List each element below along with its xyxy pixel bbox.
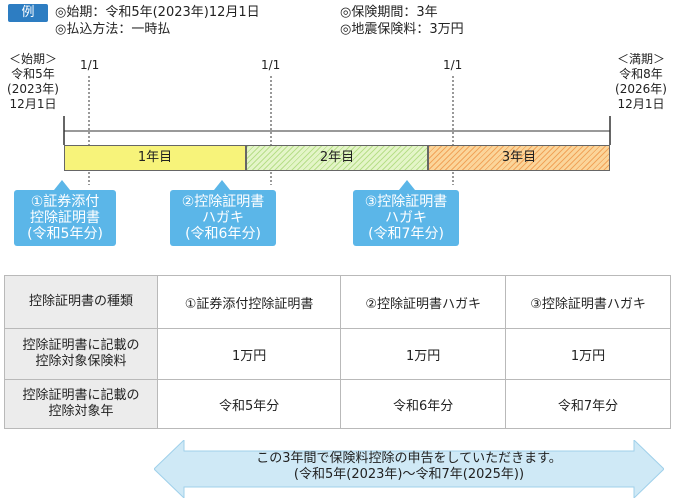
year-1-segment: 1年目 [64, 145, 246, 171]
table-cell: 令和7年分 [505, 379, 671, 429]
table-cell: 1万円 [340, 328, 507, 380]
table-cell: 1万円 [505, 328, 671, 380]
row-header: 控除証明書に記載の 控除対象保険料 [4, 328, 158, 380]
row-header: 控除証明書に記載の 控除対象年 [4, 379, 158, 429]
policy-start-label: ＜始期＞ 令和5年 (2023年) 12月1日 [7, 52, 59, 111]
start-date-text: ◎始期：令和5年(2023年)12月1日 [55, 5, 260, 20]
insurance-period-text: ◎保険期間：3年 [340, 5, 438, 20]
table-cell: ③控除証明書ハガキ [505, 275, 671, 329]
table-row: 控除証明書に記載の 控除対象年 令和5年分 令和6年分 令和7年分 [4, 379, 671, 429]
table-cell: 令和6年分 [340, 379, 507, 429]
year-2-segment: 2年目 [246, 145, 428, 171]
timeline-lines [63, 76, 611, 185]
table-cell: 令和5年分 [156, 379, 342, 429]
table-cell: 1万円 [156, 328, 342, 380]
table-cell: ①証券添付控除証明書 [156, 275, 342, 329]
premium-text: ◎地震保険料：3万円 [340, 22, 464, 37]
arrow-note-line-1: この3年間で保険料控除の申告をしていただきます。 [256, 451, 562, 466]
tick-label: 1/1 [80, 58, 100, 72]
table-cell: ②控除証明書ハガキ [340, 275, 507, 329]
callout-certificate-1: ①証券添付 控除証明書 (令和5年分) [14, 180, 116, 246]
payment-method-text: ◎払込方法：一時払 [55, 22, 171, 37]
arrow-note: この3年間で保険料控除の申告をしていただきます。 (令和5年(2023年)～令和… [154, 451, 664, 483]
row-header: 控除証明書の種類 [4, 275, 158, 329]
arrow-note-line-2: (令和5年(2023年)～令和7年(2025年)) [293, 467, 525, 482]
table-row: 控除証明書の種類 ①証券添付控除証明書 ②控除証明書ハガキ ③控除証明書ハガキ [4, 275, 671, 329]
example-badge: 例 [8, 4, 48, 22]
tick-label: 1/1 [443, 58, 463, 72]
double-arrow-icon [154, 440, 664, 498]
policy-end-label: ＜満期＞ 令和8年 (2026年) 12月1日 [615, 52, 667, 111]
callout-certificate-3: ③控除証明書 ハガキ (令和7年分) [353, 180, 459, 246]
year-3-segment: 3年目 [428, 145, 610, 171]
tick-label: 1/1 [261, 58, 281, 72]
table-row: 控除証明書に記載の 控除対象保険料 1万円 1万円 1万円 [4, 328, 671, 380]
certificate-table: 控除証明書の種類 ①証券添付控除証明書 ②控除証明書ハガキ ③控除証明書ハガキ … [4, 275, 671, 429]
callout-certificate-2: ②控除証明書 ハガキ (令和6年分) [170, 180, 276, 246]
